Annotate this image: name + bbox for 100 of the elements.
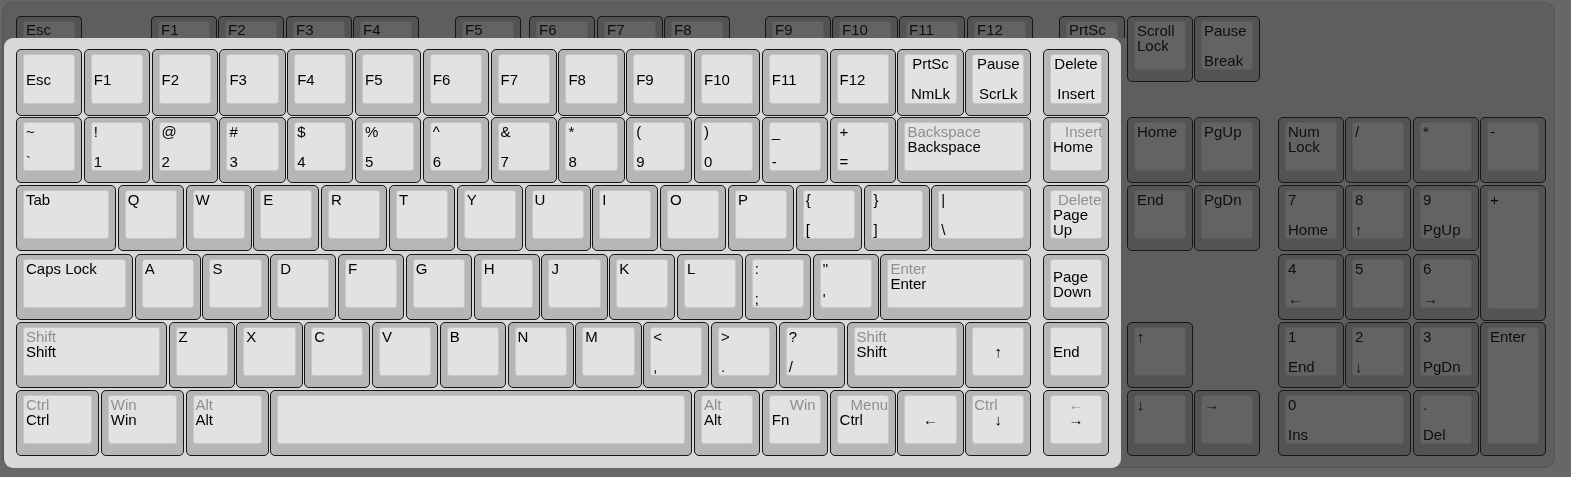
keycap [609,254,676,320]
keycap [218,16,284,38]
key-legend: Shift [856,344,887,359]
key-legend: 8 [568,154,577,169]
keycap [16,322,167,388]
keycap [812,254,879,320]
key-legend: < [653,329,662,344]
key-legend: F2 [161,71,180,87]
key-legend: ! [93,124,98,139]
keycap [83,49,150,116]
key-legend: PgDn [1423,359,1461,374]
keycap [338,254,405,320]
key-legend: ↓ [994,412,1003,427]
keycap [1127,390,1193,456]
key-legend: F8 [568,71,586,87]
keycap [558,117,625,183]
key-legend: Enter [1490,329,1526,344]
key-legend: 3 [229,154,238,169]
keycap [1059,16,1125,38]
key-legend: T [398,192,409,207]
keycap [778,322,845,388]
keycap [694,49,761,116]
key-legend: ↑ [1355,222,1363,237]
key-legend: ~ [26,124,35,139]
keycap [829,390,896,456]
keycap [558,49,625,116]
compact-keyboard-overlay [4,38,1121,468]
faded-key-legend: Shift [26,329,56,344]
keycap [473,254,540,320]
key-legend: : [754,261,759,276]
key-legend: / [1355,124,1360,139]
keycap [1043,322,1109,388]
keycap [846,322,964,388]
keycap [1043,390,1109,456]
key-legend: ` [26,154,31,169]
keycap [1413,322,1479,388]
keycap [710,322,778,388]
key-legend: Page Up [1053,207,1102,237]
key-legend: PrtSc [1069,22,1106,37]
keycap [897,49,964,116]
key-legend: ↑ [994,344,1003,359]
key-legend: * [568,124,575,139]
keycap [664,16,730,38]
key-legend: Home [1137,124,1177,139]
key-legend: Home [1288,222,1328,237]
keycap [1480,117,1546,183]
key-legend: F5 [365,71,383,87]
key-legend: ' [822,291,826,306]
key-legend: Ctrl [839,412,863,427]
key-legend: 1 [1288,329,1297,344]
faded-key-legend: Ctrl [974,397,998,412]
key-legend: # [229,124,238,139]
key-legend: D [280,261,292,276]
keycap [100,390,184,456]
keycap [541,254,608,320]
key-legend: Ins [1288,427,1308,442]
keycap [965,390,1032,456]
keycap [117,185,184,251]
key-legend: O [670,192,682,207]
key-legend: NmLk [910,86,951,101]
key-legend: ) [704,124,709,139]
key-legend: A [144,261,155,276]
key-legend: B [449,329,460,344]
key-legend: Enter [890,276,927,291]
keycap [643,322,710,388]
keycap [83,117,150,183]
key-legend: → [1204,397,1219,412]
keycap [16,390,100,456]
key-legend: * [1423,124,1429,139]
keycap [219,117,286,183]
key-legend: Ctrl [26,412,50,427]
key-legend: [ [805,222,810,237]
key-legend: Scroll Lock [1137,23,1185,53]
key-legend: G [415,261,428,276]
key-legend: ↑ [1137,329,1145,344]
key-legend: F [348,261,358,276]
keycap [761,49,828,116]
key-legend: Home [1053,139,1093,154]
key-legend: F1 [93,71,112,87]
keycap [626,117,693,183]
keycap [287,117,354,183]
keycap [355,49,422,116]
keycap [965,322,1032,388]
keycap [626,49,693,116]
key-legend: % [365,124,379,139]
keycap [490,49,557,116]
keycap [1413,185,1479,251]
key-legend: ; [754,291,759,306]
keycap [1194,390,1260,456]
key-legend: Tab [26,192,51,207]
key-legend: F12 [977,22,1003,37]
keycap [422,117,489,183]
key-legend: F2 [228,22,246,37]
keycap [270,390,693,456]
keycap [455,16,521,38]
key-legend: F6 [432,71,451,87]
key-legend: 5 [365,154,374,169]
keycap [151,49,218,116]
keycap [967,16,1033,38]
key-legend: Esc [26,71,51,87]
